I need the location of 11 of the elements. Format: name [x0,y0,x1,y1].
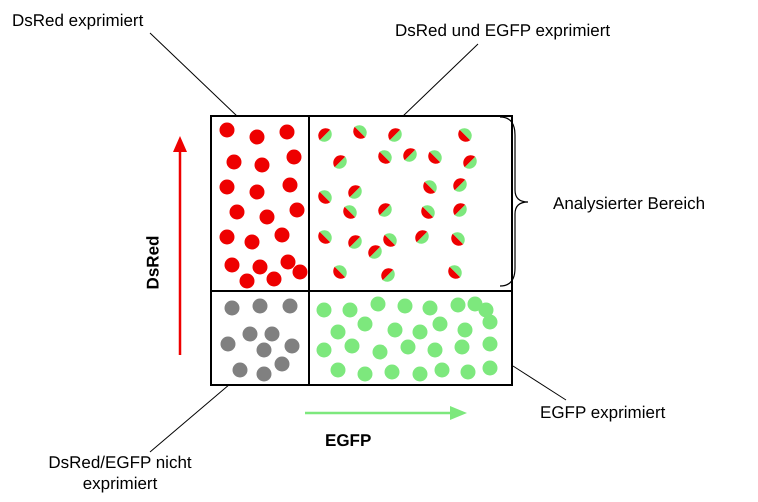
callout-label: DsRed/EGFP nicht exprimiert [45,452,195,494]
leader-line [512,366,566,400]
callout-label: EGFP exprimiert [540,402,720,423]
leader-line [150,384,230,452]
axis-label: DsRed [142,234,164,292]
region-label: Analysierter Bereich [553,193,706,214]
leader-line [150,32,238,118]
leader-line [402,44,478,118]
callout-label: DsRed und EGFP exprimiert [395,20,695,41]
axis-label: EGFP [325,430,372,451]
callout-label: DsRed exprimiert [12,10,202,31]
